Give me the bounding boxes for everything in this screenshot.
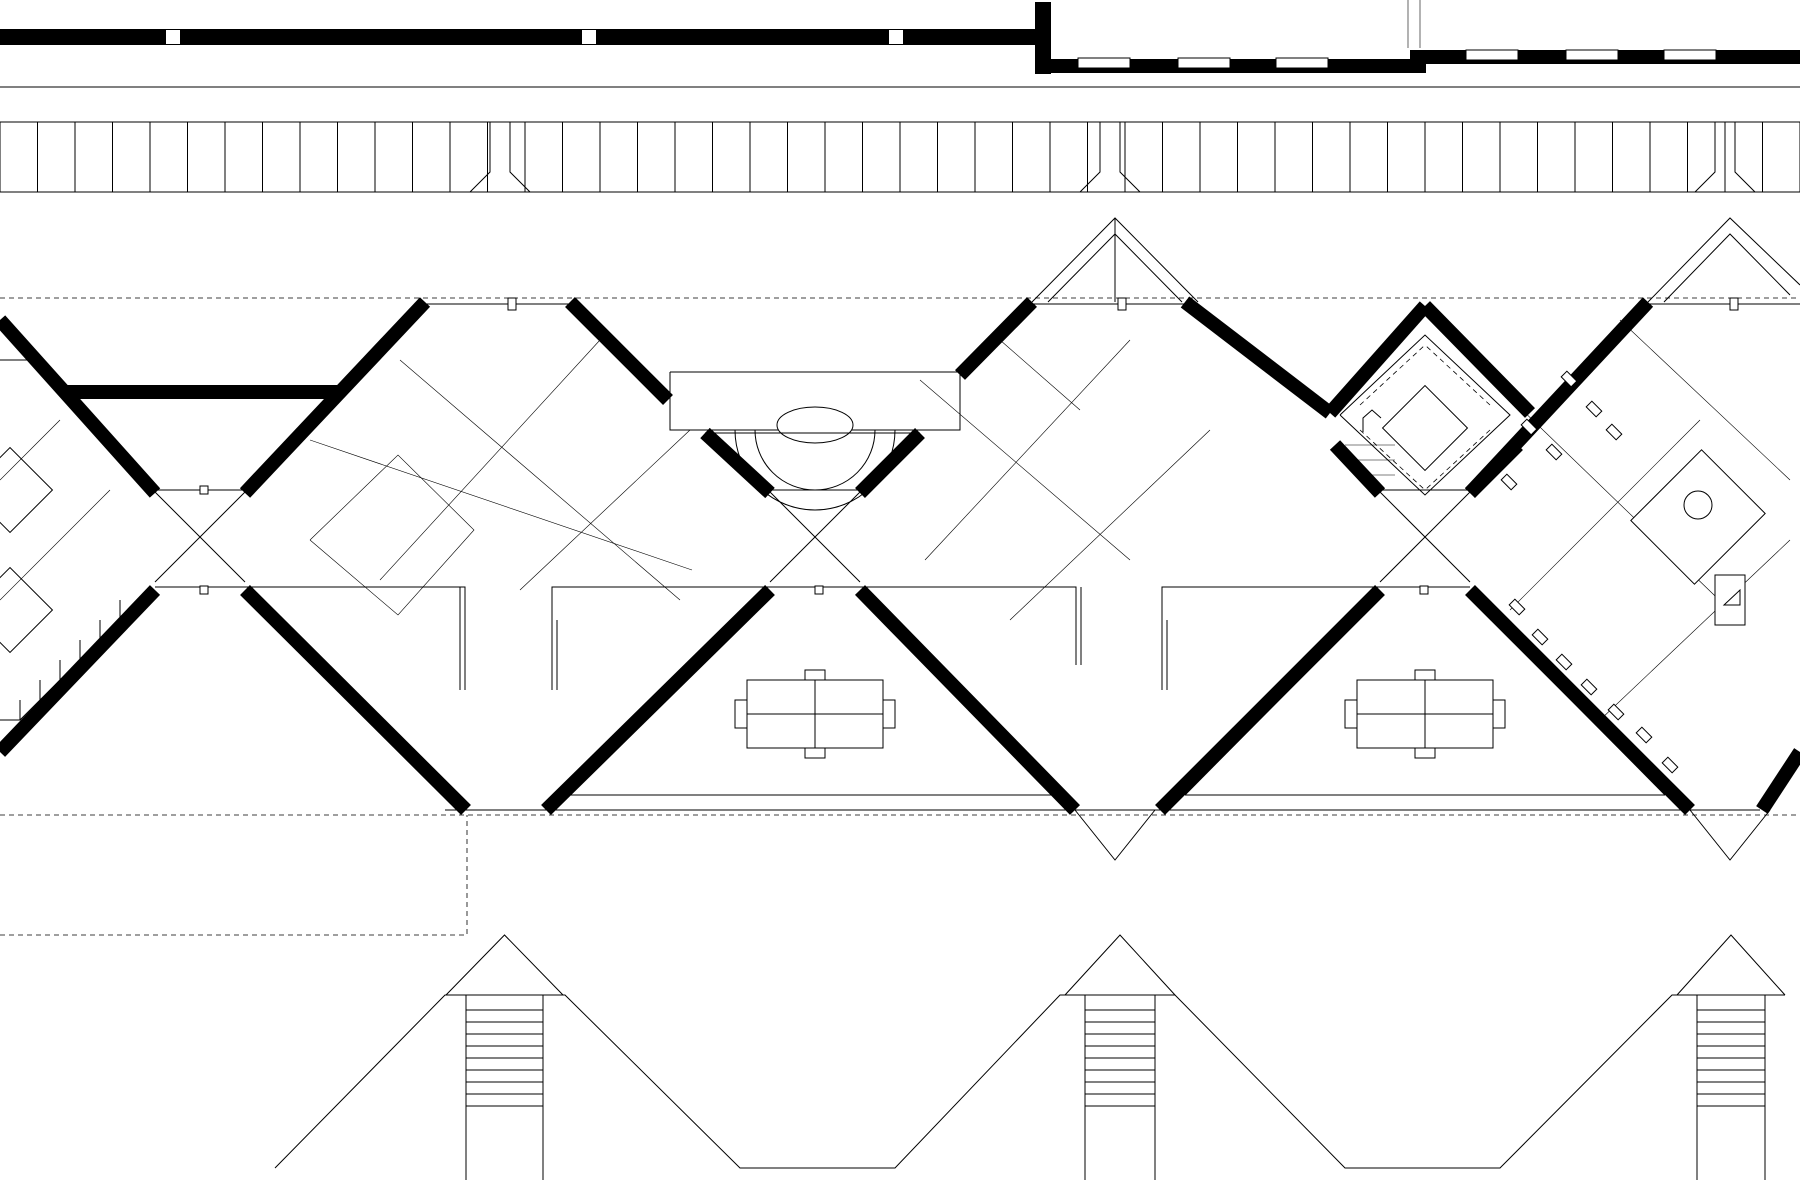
chair <box>1508 598 1526 616</box>
arrow-up-icon <box>1362 409 1382 432</box>
chair <box>1545 443 1563 461</box>
chair <box>804 747 826 759</box>
stair-core <box>1339 334 1511 496</box>
entry-canopy <box>1676 934 1786 996</box>
chair <box>1635 726 1653 744</box>
chair <box>1580 678 1598 696</box>
parking-wedge <box>469 122 491 193</box>
skylights <box>1031 217 1800 861</box>
structural-walls <box>0 296 1800 815</box>
entry-stair <box>1064 934 1176 1180</box>
chair <box>804 669 826 681</box>
chair <box>1555 653 1573 671</box>
chair <box>1531 628 1549 646</box>
site-boundary <box>0 297 1800 936</box>
chair <box>1585 400 1603 418</box>
chair <box>882 699 896 729</box>
entry-stair <box>1676 934 1786 1180</box>
chair <box>1344 699 1358 729</box>
parking-wedge <box>1734 122 1756 193</box>
chair <box>1520 418 1538 436</box>
chair <box>1492 699 1506 729</box>
parking-wedge <box>509 122 531 193</box>
floor-grid <box>0 319 1791 721</box>
corridor-crossings <box>154 489 1471 588</box>
south-landscape <box>274 994 1695 1169</box>
parking-wedge <box>1694 122 1716 193</box>
chair <box>1414 747 1436 759</box>
entry-stair <box>445 934 564 1180</box>
facade-windows <box>1077 49 1717 69</box>
parking-row <box>0 121 1800 193</box>
chair <box>1560 370 1578 388</box>
meeting-niche <box>669 371 961 511</box>
chair <box>1661 756 1679 774</box>
entry-stairs <box>445 934 1786 1180</box>
north-facade <box>0 0 1800 88</box>
parking-wedge <box>1079 122 1101 193</box>
desk-cluster <box>734 669 896 759</box>
office-furniture-east <box>1630 449 1766 626</box>
desk-clusters <box>734 669 1506 759</box>
room-partitions <box>245 586 1380 690</box>
entry-canopy <box>445 934 564 996</box>
table <box>776 406 854 444</box>
glazing <box>199 297 1800 811</box>
entry-canopy <box>1064 934 1176 996</box>
desk-cluster <box>1344 669 1506 759</box>
parking-wedge <box>1119 122 1141 193</box>
chair <box>1414 669 1436 681</box>
chairs <box>1500 370 1679 774</box>
chair <box>1607 703 1625 721</box>
chair <box>1605 423 1623 441</box>
chair <box>734 699 748 729</box>
west-stairs <box>0 359 151 721</box>
chair <box>1500 473 1518 491</box>
